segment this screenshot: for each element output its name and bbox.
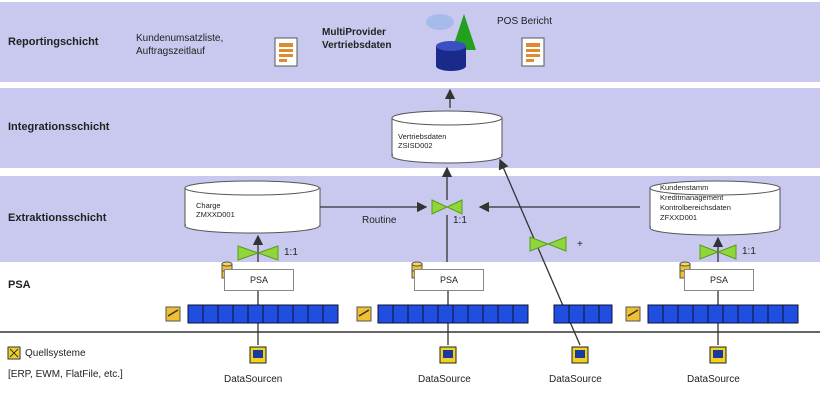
queue-bar-2 [377, 304, 529, 324]
report-icon-left [274, 37, 298, 67]
report-icon-right [521, 37, 545, 67]
psa-box-3: PSA [684, 269, 754, 291]
transformation-icon-middle [529, 236, 567, 252]
legend-subtitle: [ERP, EWM, FlatFile, etc.] [8, 369, 123, 380]
dso-integration-id: ZSISD002 [398, 141, 433, 150]
reporting-layer-label: Reportingschicht [8, 36, 99, 48]
psa-layer-label: PSA [8, 279, 31, 291]
datasource-label-1: DataSourcen [224, 374, 283, 385]
ratio-label-right: 1:1 [742, 246, 756, 257]
psa-box-2: PSA [414, 269, 484, 291]
datasource-label-4: DataSource [687, 374, 740, 385]
datasource-icon-4 [709, 346, 727, 364]
dso-integration-name: Vertriebsdaten [398, 132, 447, 141]
report-left-line-2: Auftragszeitlauf [136, 46, 205, 57]
multiprovider-icon [426, 14, 476, 71]
dso-cylinder-left [184, 180, 321, 234]
reporting-layer-band [0, 2, 820, 82]
datasource-icon-3 [571, 346, 589, 364]
dso-cylinder-integration [391, 110, 503, 164]
ratio-label-left: 1:1 [284, 247, 298, 258]
routine-label: Routine [362, 215, 397, 226]
datasource-icon-1 [249, 346, 267, 364]
integration-layer-label: Integrationsschicht [8, 121, 110, 133]
queue-side-icon-2 [356, 306, 372, 322]
dso-right-line-2: Kreditmanagement [660, 193, 724, 202]
datasource-label-3: DataSource [549, 374, 602, 385]
datasource-label-2: DataSource [418, 374, 471, 385]
transformation-icon-center [431, 199, 463, 215]
pos-report-label: POS Bericht [497, 16, 553, 27]
extraction-layer-label: Extraktionsschicht [8, 212, 107, 224]
queue-bar-4 [647, 304, 799, 324]
dso-cylinder-right [649, 180, 781, 236]
source-system-icon [7, 346, 21, 360]
queue-side-icon-1 [165, 306, 181, 322]
queue-side-icon-3 [625, 306, 641, 322]
dso-left-name: Charge [196, 201, 221, 210]
queue-bar-3 [553, 304, 613, 324]
queue-bar-1 [187, 304, 339, 324]
report-left-line-1: Kundenumsatzliste, [136, 33, 224, 44]
ratio-label-center: 1:1 [453, 215, 467, 226]
multiprovider-title: MultiProvider [322, 27, 386, 38]
dso-left-id: ZMXXD001 [196, 210, 235, 219]
source-separator [0, 331, 820, 333]
dso-right-line-3: Kontrolbereichsdaten [660, 203, 731, 212]
legend-title: Quellsysteme [25, 348, 86, 359]
psa-box-1: PSA [224, 269, 294, 291]
plus-label: + [577, 239, 583, 250]
datasource-icon-2 [439, 346, 457, 364]
transformation-icon-right [699, 244, 737, 260]
dso-right-line-4: ZFXXD001 [660, 213, 698, 222]
transformation-icon-left [237, 245, 279, 261]
dso-right-line-1: Kundenstamm [660, 183, 709, 192]
multiprovider-subtitle: Vertriebsdaten [322, 40, 392, 51]
